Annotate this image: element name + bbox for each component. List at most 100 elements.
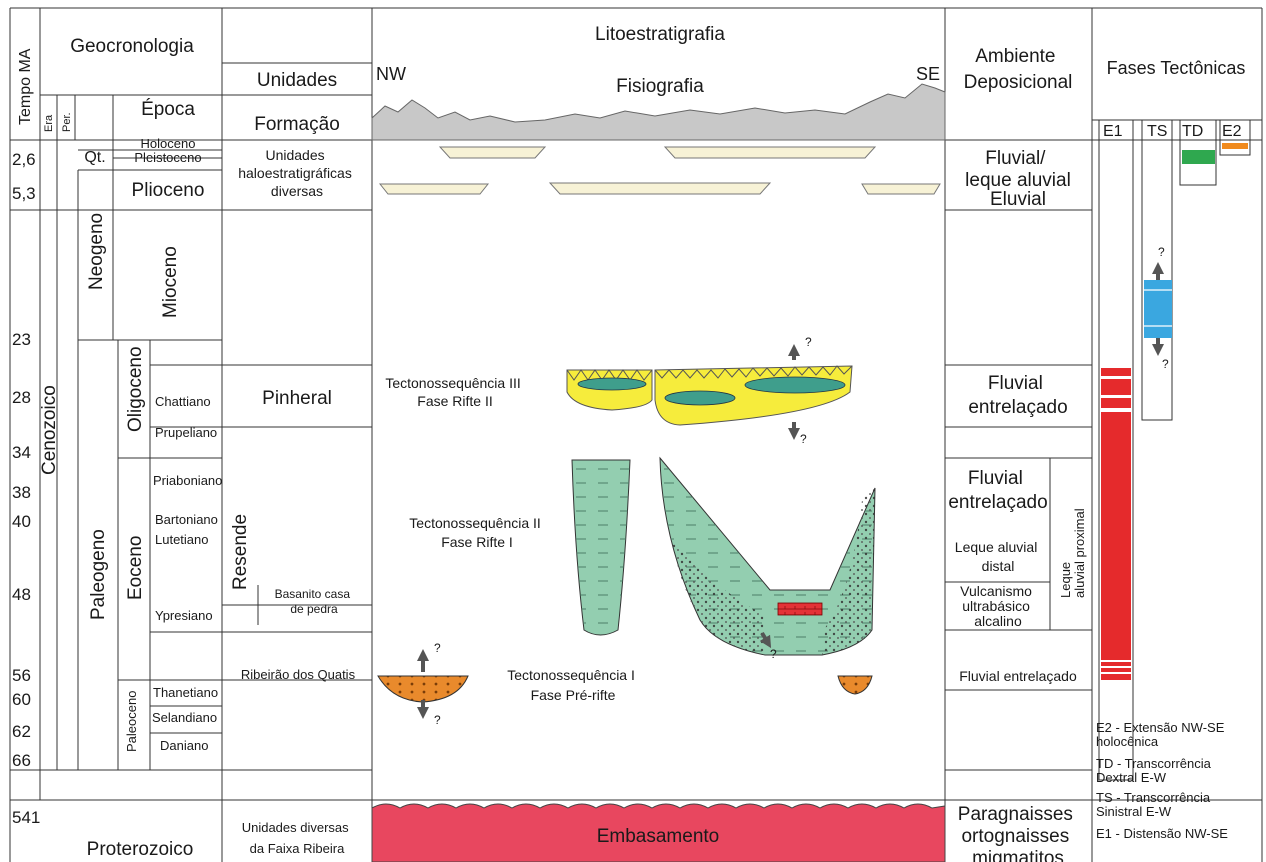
legend-text: Dextral E-W xyxy=(1096,770,1167,785)
stage-label: Bartoniano xyxy=(155,512,218,527)
formation-text: Basanito casa xyxy=(275,587,351,601)
legend-td: TD - Transcorrência Dextral E-W xyxy=(1096,756,1215,785)
td-bar xyxy=(1182,150,1215,164)
stage-label: Daniano xyxy=(160,738,208,753)
epoch-mioceno: Mioceno xyxy=(160,246,181,318)
formation-ribeirao: Ribeirão dos Quatis xyxy=(241,667,356,682)
env-text: Vulcanismo xyxy=(960,583,1032,599)
lake-lens xyxy=(745,377,845,393)
age-label: 5,3 xyxy=(12,184,36,203)
env-text: entrelaçado xyxy=(948,492,1047,513)
phase-col-e1: E1 xyxy=(1103,123,1123,140)
sequence-text: Tectonossequência I xyxy=(507,667,635,683)
rift1-basin xyxy=(572,458,875,655)
question-mark: ? xyxy=(800,432,807,446)
formation-text: diversas xyxy=(271,183,323,199)
formation-haloestrat: Unidades haloestratigráficas diversas xyxy=(238,147,356,199)
epoca-header: Época xyxy=(141,99,195,120)
formation-text: Unidades diversas xyxy=(242,820,349,835)
stage-labels: Chattiano Prupeliano Priaboniano Bartoni… xyxy=(152,394,222,753)
period-qt: Qt. xyxy=(84,149,105,166)
ts-bar xyxy=(1144,280,1172,338)
env-text: Paragnaisses xyxy=(958,804,1073,825)
env-text: ortognaisses xyxy=(961,826,1069,847)
sequence-3-label: Tectonossequência III Fase Rifte II xyxy=(385,375,524,409)
age-label: 23 xyxy=(12,330,31,349)
stage-label: Selandiano xyxy=(152,710,217,725)
sequence-text: Tectonossequência III xyxy=(385,375,520,391)
epoch-holoceno: Holoceno xyxy=(141,136,196,151)
sequence-text: Tectonossequência II xyxy=(409,515,541,531)
env-fluvial-entrelacado-2: Fluvial entrelaçado xyxy=(948,468,1047,513)
fases-header: Fases Tectônicas xyxy=(1107,58,1246,78)
formation-text: da Faixa Ribeira xyxy=(250,841,345,856)
geocronologia-header: Geocronologia xyxy=(70,36,194,57)
formation-text: haloestratigráficas xyxy=(238,165,352,181)
epoch-oligoceno: Oligoceno xyxy=(125,346,146,432)
sequence-1-label: Tectonossequência I Fase Pré-rifte xyxy=(507,667,639,703)
ambiente-line1: Ambiente xyxy=(975,46,1055,67)
legend-text: E1 - Distensão NW-SE xyxy=(1096,826,1228,841)
epoch-paleoceno: Paleoceno xyxy=(124,691,139,752)
env-eluvial: Eluvial xyxy=(990,189,1046,210)
formation-text: Unidades xyxy=(265,147,324,163)
env-text: distal xyxy=(982,558,1015,574)
env-text: entrelaçado xyxy=(968,397,1067,418)
age-label: 34 xyxy=(12,443,31,462)
legend-e2: E2 - Extensão NW-SE holocênica xyxy=(1096,720,1228,749)
env-text: Fluvial xyxy=(988,373,1043,394)
question-mark: ? xyxy=(434,641,441,655)
basalt-flow xyxy=(778,603,822,615)
formation-resende: Resende xyxy=(230,514,251,590)
e2-bar xyxy=(1222,143,1248,149)
holocene-deposits xyxy=(380,147,940,194)
stage-label: Lutetiano xyxy=(155,532,209,547)
legend-e1: E1 - Distensão NW-SE xyxy=(1096,826,1228,841)
period-paleogeno: Paleogeno xyxy=(88,529,109,620)
phase-legend: E2 - Extensão NW-SE holocênica TD - Tran… xyxy=(1096,720,1228,841)
phase-col-ts: TS xyxy=(1147,123,1167,140)
legend-ts: TS - Transcorrência Sinistral E-W xyxy=(1096,790,1214,819)
env-text: aluvial proximal xyxy=(1072,508,1087,598)
era-proterozoico: Proterozoico xyxy=(87,839,194,860)
se-label: SE xyxy=(916,64,940,84)
formation-unidades-diversas: Unidades diversas da Faixa Ribeira xyxy=(242,820,353,856)
era-cenozoico: Cenozoico xyxy=(39,385,60,475)
lake-lens xyxy=(578,378,646,390)
epoch-pleistoceno: Pleistoceno xyxy=(134,150,201,165)
epoch-eoceno: Eoceno xyxy=(125,536,146,600)
formacao-header: Formação xyxy=(254,114,340,135)
env-text: migmatitos xyxy=(972,848,1064,862)
age-label: 60 xyxy=(12,690,31,709)
question-mark: ? xyxy=(770,647,777,661)
sequence-2-label: Tectonossequência II Fase Rifte I xyxy=(409,515,544,550)
env-text: Leque xyxy=(1058,562,1073,598)
litoestratigrafia-header: Litoestratigrafia xyxy=(595,24,725,45)
env-text: Fluvial xyxy=(968,468,1023,489)
stage-label: Ypresiano xyxy=(155,608,213,623)
age-label: 28 xyxy=(12,388,31,407)
formation-pinheral: Pinheral xyxy=(262,388,332,409)
legend-text: holocênica xyxy=(1096,734,1159,749)
env-vulcanismo: Vulcanismo ultrabásico alcalino xyxy=(960,583,1036,629)
age-label: 56 xyxy=(12,666,31,685)
fisiografia-header: Fisiografia xyxy=(616,76,704,97)
age-label: 48 xyxy=(12,585,31,604)
age-label: 66 xyxy=(12,751,31,770)
legend-text: TS - Transcorrência xyxy=(1096,790,1211,805)
env-fluvial-leque: Fluvial/ leque aluvial xyxy=(965,148,1071,191)
env-fluvial-entrelacado-3: Fluvial entrelaçado xyxy=(959,668,1077,684)
question-mark: ? xyxy=(1158,245,1165,259)
period-header: Per. xyxy=(61,112,73,132)
sequence-text: Fase Rifte II xyxy=(417,393,492,409)
age-label: 2,6 xyxy=(12,150,36,169)
phase-col-td: TD xyxy=(1182,123,1203,140)
legend-text: TD - Transcorrência xyxy=(1096,756,1212,771)
nw-label: NW xyxy=(376,64,406,84)
tempo-header: Tempo MA xyxy=(17,48,34,125)
formation-text: de pedra xyxy=(290,602,338,616)
env-leque-distal: Leque aluvial distal xyxy=(955,539,1041,574)
era-header: Era xyxy=(43,114,55,132)
embasamento-label: Embasamento xyxy=(597,826,720,847)
